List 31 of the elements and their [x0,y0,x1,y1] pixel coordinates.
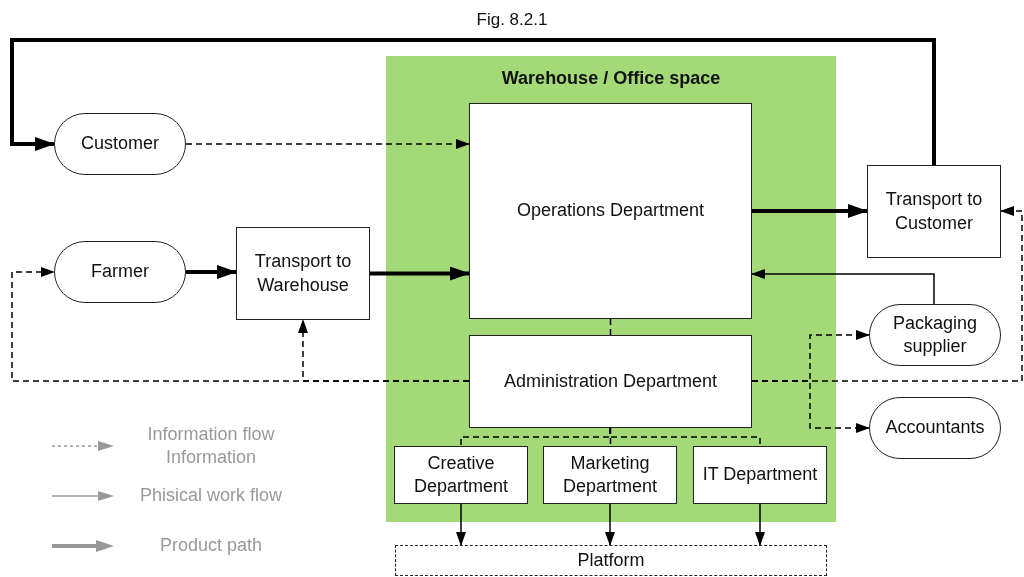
rounded-node: Accountants [869,397,1001,459]
legend-text: Phisical work flow [138,484,283,508]
arrow [456,503,466,546]
arrow [752,204,868,218]
rounded-node: Customer [54,113,186,175]
figure-title: Fig. 8.2.1 [476,10,548,29]
process-box: Marketing Department [543,446,677,504]
arrow [186,265,237,279]
process-box: Transport to Customer [867,165,1001,258]
arrow [10,38,936,165]
process-box: Transport to Warehouse [236,227,370,320]
process-box: IT Department [693,446,827,504]
process-box: Operations Department [469,103,752,319]
rounded-node: Farmer [54,241,186,303]
group-title: Warehouse / Office space [500,68,722,89]
process-box: Administration Department [469,335,752,428]
arrow [751,380,870,433]
arrow [755,503,765,546]
connector-line [609,427,761,447]
legend-text: Product path [158,534,264,558]
arrow [185,139,470,149]
connector-line [609,318,612,336]
dashed-box: Platform [395,545,827,576]
rounded-node: Packaging supplier [869,304,1001,366]
legend-text: Information flow Information [146,422,276,469]
arrow [370,266,470,281]
arrow [751,269,935,305]
process-box: Creative Department [394,446,528,504]
arrow [298,319,470,382]
group-panel [386,56,836,522]
arrow [605,503,615,546]
